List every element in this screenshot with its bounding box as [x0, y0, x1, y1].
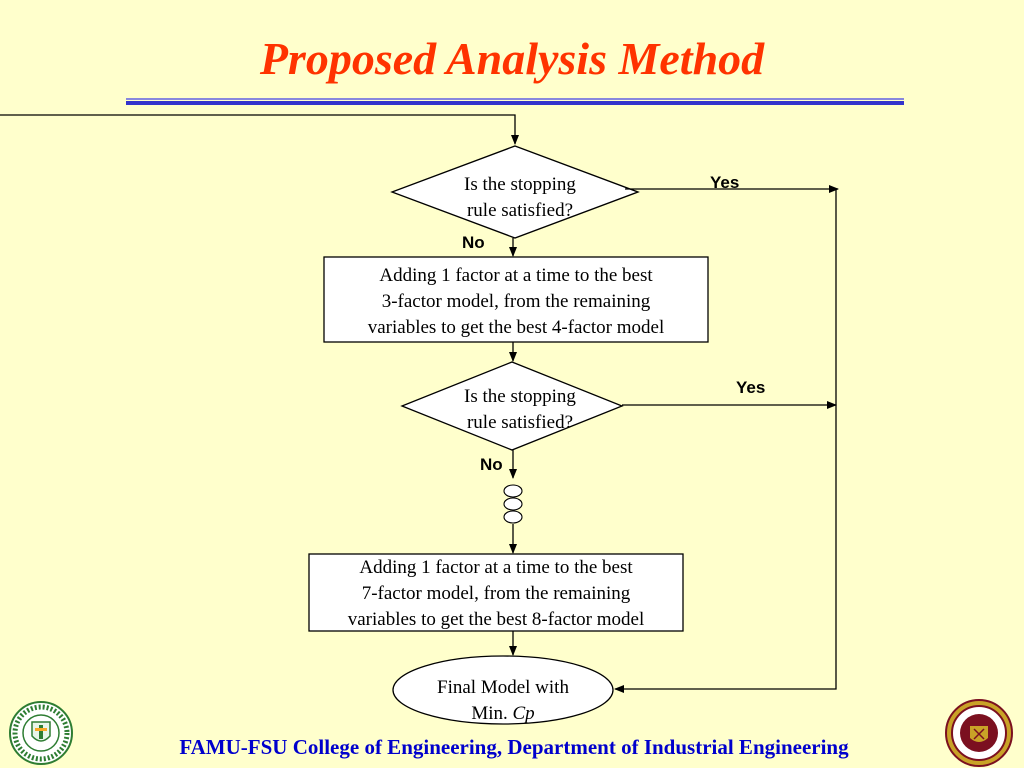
process-1-shape [323, 256, 709, 343]
yes-label-1: Yes [710, 173, 740, 192]
decision-2-text: Is the stopping rule satisfied? [415, 384, 625, 436]
connector-return [614, 189, 837, 693]
process-1-line-2: 3-factor model, from the remaining [381, 291, 651, 312]
continuation-oval-2 [503, 497, 523, 511]
no-label-2: No [480, 455, 503, 474]
process-2-text: Adding 1 factor at a time to the best 7-… [309, 555, 683, 633]
decision-2-line-2: rule satisfied? [466, 412, 574, 433]
process-2-line-1: Adding 1 factor at a time to the best [359, 557, 633, 578]
footer-text: FAMU-FSU College of Engineering, Departm… [179, 735, 849, 759]
process-1-line-1: Adding 1 factor at a time to the best [379, 265, 653, 286]
continuation-oval-3 [503, 510, 523, 524]
decision-2-shape [400, 361, 624, 451]
final-line-2: Min. Cp [403, 701, 603, 727]
yes-label-2: Yes [736, 378, 766, 397]
decision-1-line-1: Is the stopping [464, 174, 576, 195]
process-2-line-3: variables to get the best 8-factor model [347, 609, 645, 630]
connector-entry [0, 114, 519, 145]
decision-1-text: Is the stopping rule satisfied? [415, 172, 625, 224]
process-1-line-3: variables to get the best 4-factor model [367, 317, 665, 338]
final-text: Final Model with Min. Cp [403, 675, 603, 727]
final-shape [392, 655, 614, 725]
fsu-seal-logo [945, 699, 1013, 767]
process-2-line-2: 7-factor model, from the remaining [361, 583, 631, 604]
final-line-2-italic: Cp [512, 703, 535, 724]
final-line-1: Final Model with [437, 677, 569, 698]
decision-1-line-2: rule satisfied? [466, 200, 574, 221]
process-1-text: Adding 1 factor at a time to the best 3-… [324, 263, 708, 341]
final-line-2-prefix: Min. [471, 703, 513, 724]
no-label-1: No [462, 233, 485, 252]
famu-seal-logo [9, 701, 73, 765]
page-title: Proposed Analysis Method [259, 33, 765, 84]
decision-2-line-1: Is the stopping [464, 386, 576, 407]
decision-1-shape [390, 145, 640, 239]
process-2-shape [308, 553, 684, 632]
continuation-oval-1 [503, 484, 523, 498]
